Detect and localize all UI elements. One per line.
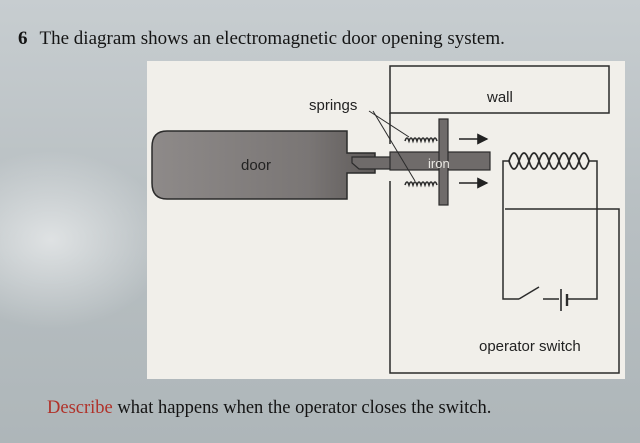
diagram-svg: wall springs door iron operator switch: [151, 65, 620, 374]
label-springs: springs: [309, 97, 357, 114]
lower-spring: [404, 181, 438, 188]
door-system-diagram: wall springs door iron operator switch: [147, 61, 625, 379]
operator-switch: [518, 286, 540, 300]
circuit-wire-right: [575, 160, 598, 300]
upper-spring: [404, 137, 438, 144]
label-iron: iron: [428, 156, 450, 171]
springs-pointer-lower: [372, 110, 416, 182]
command-word: Describe: [47, 398, 113, 418]
label-wall: wall: [486, 89, 513, 106]
electromagnet-coil-lower: [508, 157, 590, 170]
prompt-text: what happens when the operator closes th…: [112, 398, 492, 418]
door: [151, 130, 376, 200]
question-prompt: Describe what happens when the operator …: [47, 398, 491, 419]
question-line: 6 The diagram shows an electromagnetic do…: [18, 28, 505, 50]
question-number: 6: [18, 28, 28, 49]
label-operator-switch: operator switch: [479, 338, 581, 355]
question-text: The diagram shows an electromagnetic doo…: [39, 28, 505, 49]
circuit-wire-left: [502, 160, 519, 300]
stop-plate: [438, 118, 449, 206]
label-door: door: [241, 157, 271, 174]
wall-block: [389, 65, 610, 114]
